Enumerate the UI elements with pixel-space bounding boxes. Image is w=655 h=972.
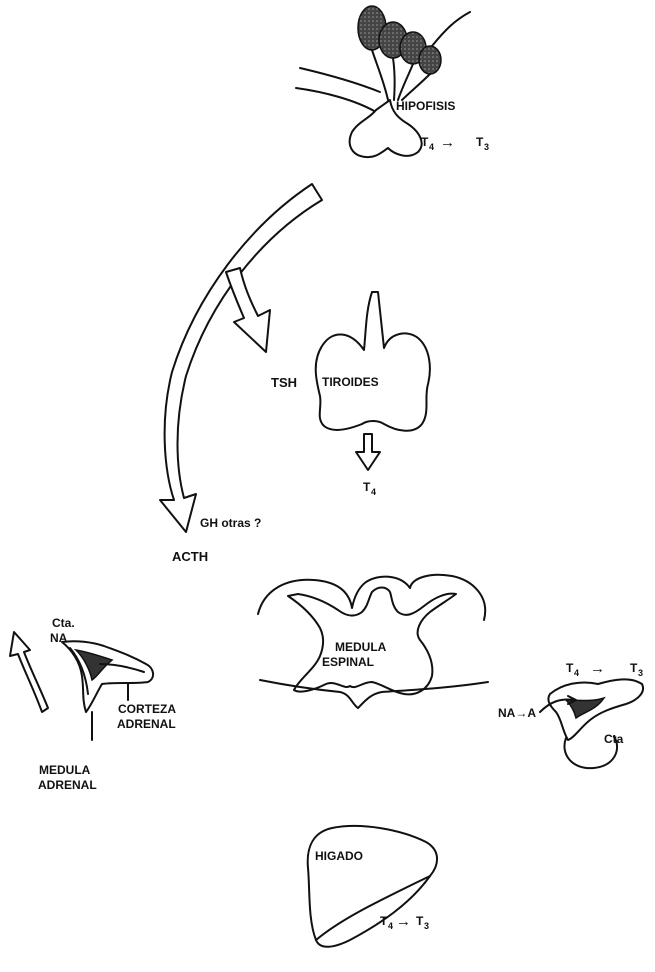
hipofisis-label: HIPOFISIS	[396, 99, 455, 113]
tiroides-t4-sub: 4	[371, 487, 376, 497]
na-a-label: NA→A	[498, 706, 536, 720]
tiroides-t4: T	[363, 480, 371, 494]
corteza-adrenal-line2: ADRENAL	[117, 717, 176, 731]
tsh-label: TSH	[271, 375, 297, 390]
higado-t4-sub: 4	[388, 921, 393, 931]
right-t4-sub: 4	[574, 668, 579, 678]
spinal-cord-outer-bottom	[260, 680, 488, 708]
liver-outline	[308, 826, 437, 947]
thyroid-gland	[316, 292, 430, 431]
liver-drawing	[308, 826, 437, 947]
hypothalamic-nucleus-4	[419, 46, 441, 74]
medula-espinal-line2: ESPINAL	[322, 655, 374, 669]
medula-adrenal-line2: ADRENAL	[38, 778, 97, 792]
cta-na-line2: NA	[50, 631, 68, 645]
right-t4: T	[566, 661, 574, 675]
hipofisis-t3-sub: 3	[484, 142, 489, 152]
right-arrow: →	[590, 660, 605, 677]
acth-curved-arrow	[160, 184, 322, 532]
higado-t3-sub: 3	[424, 921, 429, 931]
thyroid-output-arrow	[356, 434, 380, 470]
hipofisis-arrow: →	[440, 134, 455, 151]
acth-label: ACTH	[172, 549, 208, 564]
higado-t3: T	[416, 914, 424, 928]
pituitary-stalk	[296, 68, 380, 112]
medula-espinal-line1: MEDULA	[335, 640, 387, 654]
corteza-adrenal-line1: CORTEZA	[118, 702, 176, 716]
gh-otras-label: GH otras ?	[200, 516, 261, 530]
tsh-branch-arrow	[226, 268, 270, 352]
right-t3: T	[630, 661, 638, 675]
adrenal-output-arrow	[10, 632, 48, 712]
right-t3-sub: 3	[638, 668, 643, 678]
cta-na-line1: Cta.	[52, 616, 75, 630]
right-organ-t4-t3: T 4 → T 3	[566, 660, 643, 678]
tiroides-label: TIROIDES	[322, 375, 379, 389]
medula-adrenal-line1: MEDULA	[39, 763, 91, 777]
higado-t4: T	[380, 914, 388, 928]
higado-arrow: →	[396, 913, 411, 930]
hipofisis-t4-sub: 4	[429, 142, 434, 152]
hipofisis-t3: T	[476, 135, 484, 149]
right-organ-outline	[548, 679, 643, 740]
higado-label: HIGADO	[315, 849, 363, 863]
hipofisis-t4: T	[421, 135, 429, 149]
right-organ-drawing	[540, 679, 643, 768]
hipofisis-t4-t3: T 4 → T 3	[421, 134, 489, 152]
cta-label: Cta	[604, 732, 624, 746]
